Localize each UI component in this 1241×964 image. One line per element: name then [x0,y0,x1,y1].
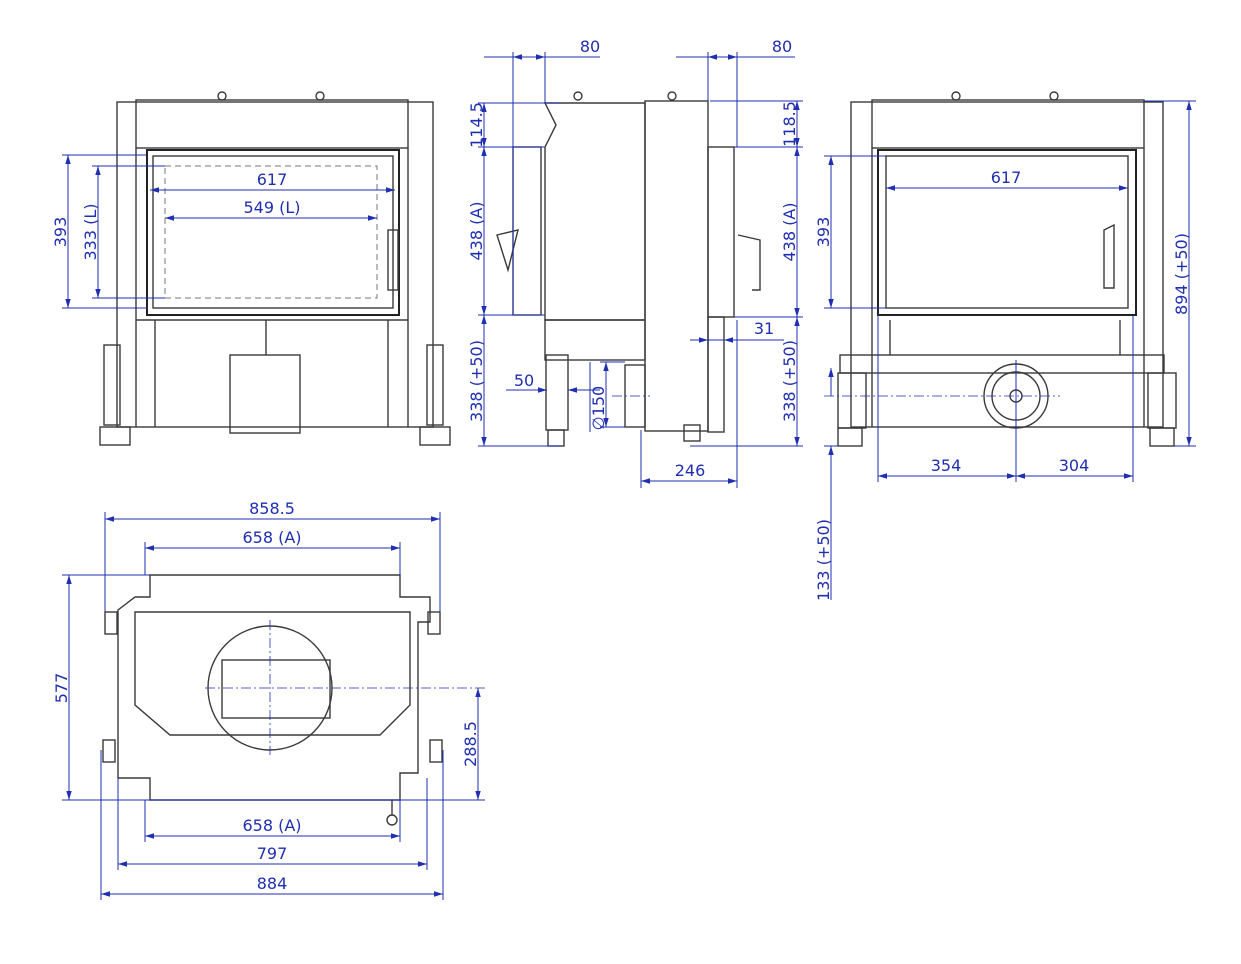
top-opening-bottom-label: 658 (A) [242,816,301,835]
top-body-width-label: 797 [257,844,288,863]
side-body-front [543,102,646,321]
flue-diameter-label: 150 [589,386,608,417]
front-view: 617 549 (L) 393 333 (L) [51,91,451,446]
front-height-outer-label: 393 [51,217,70,248]
rear-glass [885,155,1129,309]
rear-glass-height-label: 393 [814,217,833,248]
rear-door-handle [1103,223,1115,289]
rear-base-plate [839,354,1165,374]
svg-text:∅150: ∅150 [589,386,608,430]
top-depth-label: 577 [52,673,71,704]
side-lower-box [544,319,646,361]
side-depth-label: 246 [675,461,706,480]
side-mid-right-label: 438 (A) [780,202,799,261]
rear-right-leg [1147,372,1177,429]
side-front-foot [547,429,565,447]
top-inner-plate [134,611,411,736]
front-glass [152,155,394,309]
rear-left-leg [837,372,867,429]
top-body-outline [117,574,431,801]
side-right-door [707,146,735,318]
rear-view: 617 393 894 (+50) 354 304 133 (+50) [814,91,1196,601]
top-right-rear-lug [429,739,443,763]
front-body-outline [116,101,434,428]
side-upper-left-label: 114.5 [467,102,486,148]
side-inset-label: 31 [754,319,774,338]
front-height-inner-label: 333 (L) [81,203,100,260]
rear-glass-frame [877,149,1137,316]
rear-glass-width-label: 617 [991,168,1022,187]
rear-total-height-label: 894 (+50) [1172,233,1191,315]
side-top-left-label: 80 [580,37,600,56]
front-right-foot [419,426,451,446]
front-top-hood [135,99,409,149]
top-half-depth-label: 288.5 [461,721,480,767]
side-upper-right-label: 118.5 [780,101,799,147]
front-door-spring [387,229,399,291]
top-opening-top-label: 658 (A) [242,528,301,547]
rear-left-foot [837,427,863,447]
side-mid-left-label: 438 (A) [467,201,486,260]
side-rear-foot [683,424,701,442]
rear-right-label: 304 [1059,456,1090,475]
top-air-knob [386,814,398,826]
top-overall-top-label: 858.5 [249,499,295,518]
front-width-inner-label: 549 (L) [243,198,300,217]
side-offset-label: 50 [514,371,534,390]
rear-left-label: 354 [931,456,962,475]
side-left-handle [496,229,519,273]
side-top-right-label: 80 [772,37,792,56]
front-glass-frame [146,149,400,316]
top-flue-damper [221,659,331,719]
side-view: 80 80 114.5 438 (A) 338 (+50) 118.5 438 … [467,37,803,488]
top-view: 858.5 658 (A) 577 288.5 658 (A) 797 884 [52,499,485,900]
front-right-leg [426,344,444,426]
rear-right-foot [1149,427,1175,447]
side-low-right-label: 338 (+50) [780,340,799,422]
top-overall-bottom-label: 884 [257,874,288,893]
top-right-lug [427,611,441,635]
top-left-rear-lug [102,739,116,763]
front-glass-visible-area [164,165,378,299]
flue-diameter-symbol: ∅ [589,416,608,430]
front-air-inlet-plate [229,354,301,434]
front-left-leg [103,344,121,426]
front-width-outer-label: 617 [257,170,288,189]
side-right-handle [737,234,761,291]
rear-top-hood [871,99,1145,149]
side-body-rear [644,100,709,432]
side-rear-leg [707,316,725,433]
side-front-leg [545,354,569,431]
rear-flue-height-label: 133 (+50) [814,519,833,601]
side-low-left-label: 338 (+50) [467,340,486,422]
top-left-lug [104,611,118,635]
front-left-foot [99,426,131,446]
